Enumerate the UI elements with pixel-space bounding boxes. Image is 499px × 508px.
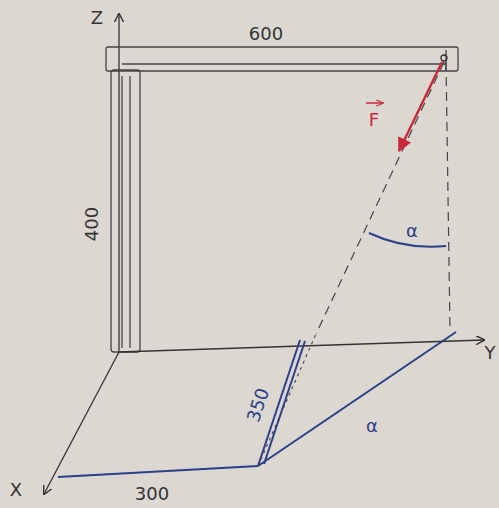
- dimension: 300: [135, 485, 169, 503]
- vertical-projection: [446, 62, 450, 330]
- angle-label: α: [406, 222, 418, 240]
- load-point: [441, 55, 447, 61]
- force-line: [316, 62, 444, 334]
- column: [111, 70, 140, 352]
- vector-mark: [366, 102, 383, 104]
- angle-label: α: [366, 417, 378, 435]
- force-arrow: [399, 62, 442, 151]
- axis-label: Y: [485, 344, 496, 362]
- force-label: F: [369, 111, 379, 129]
- axis-label: Z: [91, 9, 103, 27]
- z-axis: [118, 14, 119, 352]
- dimension: 400: [83, 207, 101, 241]
- base-projection: [58, 332, 456, 477]
- axis-label: X: [10, 481, 22, 499]
- beam: [106, 47, 458, 71]
- dimension: 350: [244, 386, 272, 424]
- x-axis: [44, 352, 119, 494]
- dimension: 600: [249, 25, 283, 43]
